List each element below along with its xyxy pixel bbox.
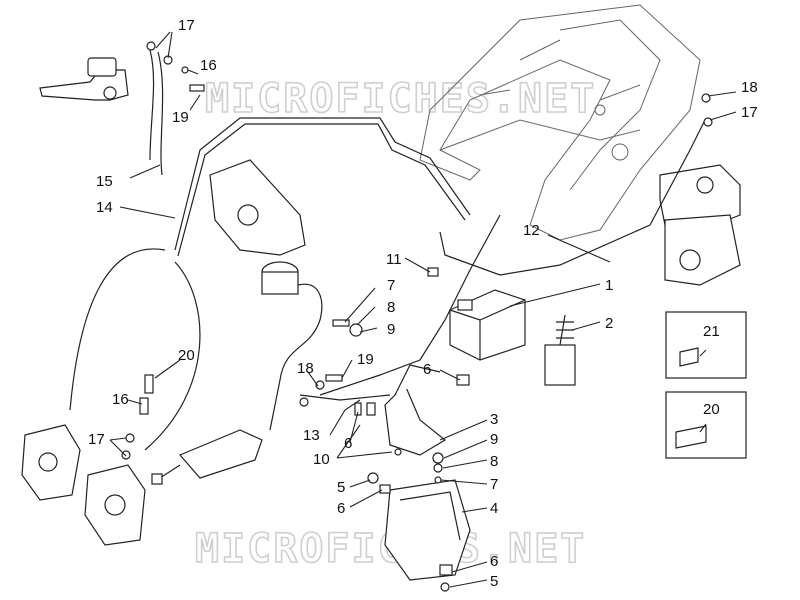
callout-6: 6 xyxy=(423,361,431,378)
abs-cover xyxy=(384,479,471,581)
callout-8: 8 xyxy=(490,453,498,470)
callout-6: 6 xyxy=(490,553,498,570)
callout-14: 14 xyxy=(96,199,113,216)
callout-16: 16 xyxy=(200,57,217,74)
item-21-box xyxy=(665,311,747,379)
callout-18: 19 xyxy=(357,351,374,368)
callout-3: 3 xyxy=(490,411,498,428)
chassis-frame xyxy=(419,4,701,241)
brake-lines xyxy=(69,49,706,451)
callout-5: 5 xyxy=(490,573,498,590)
callout-17: 17 xyxy=(741,104,758,121)
callout-16: 16 xyxy=(112,391,129,408)
front-caliper-right xyxy=(84,464,146,546)
callout-20: 20 xyxy=(703,401,720,418)
rear-master-cylinder xyxy=(151,429,263,485)
callout-12: 12 xyxy=(523,222,540,239)
callout-7: 7 xyxy=(387,277,395,294)
callout-17: 17 xyxy=(178,17,195,34)
callout-21: 21 xyxy=(703,323,720,340)
callout-8: 8 xyxy=(387,299,395,316)
mounting-plate xyxy=(209,159,306,256)
abs-bracket xyxy=(384,364,447,456)
fittings xyxy=(121,41,713,592)
callout-5: 5 xyxy=(337,479,345,496)
callout-labels: 17 16 19 15 14 18 17 12 1 2 11 7 8 9 19 … xyxy=(88,17,758,590)
callout-19: 20 xyxy=(178,347,195,364)
front-master-cylinder xyxy=(39,57,129,101)
callout-18: 18 xyxy=(741,79,758,96)
callout-1: 1 xyxy=(605,277,613,294)
callout-6: 6 xyxy=(337,500,345,517)
callout-4: 4 xyxy=(490,500,498,517)
item-20-box xyxy=(665,391,747,459)
callout-7: 7 xyxy=(490,476,498,493)
callout-17: 17 xyxy=(88,431,105,448)
clip-20-icon xyxy=(675,425,707,449)
abs-modulator xyxy=(449,289,526,361)
callout-6: 6 xyxy=(344,435,352,452)
clip-21-icon xyxy=(679,347,699,367)
callout-13: 13 xyxy=(303,427,320,444)
front-caliper-left xyxy=(21,424,81,501)
callout-15: 15 xyxy=(96,173,113,190)
callout-11: 11 xyxy=(386,251,402,268)
abs-connector xyxy=(544,314,576,386)
callout-17: 18 xyxy=(297,360,314,377)
leader-lines xyxy=(109,31,737,588)
callout-9: 9 xyxy=(490,431,498,448)
callout-10: 10 xyxy=(313,451,330,468)
rear-reservoir xyxy=(261,261,323,431)
callout-9: 9 xyxy=(387,321,395,338)
watermark-top: MICROFICHES.NET xyxy=(205,76,596,122)
rear-caliper xyxy=(659,164,741,286)
callout-2: 2 xyxy=(605,315,613,332)
callout-19: 19 xyxy=(172,109,189,126)
